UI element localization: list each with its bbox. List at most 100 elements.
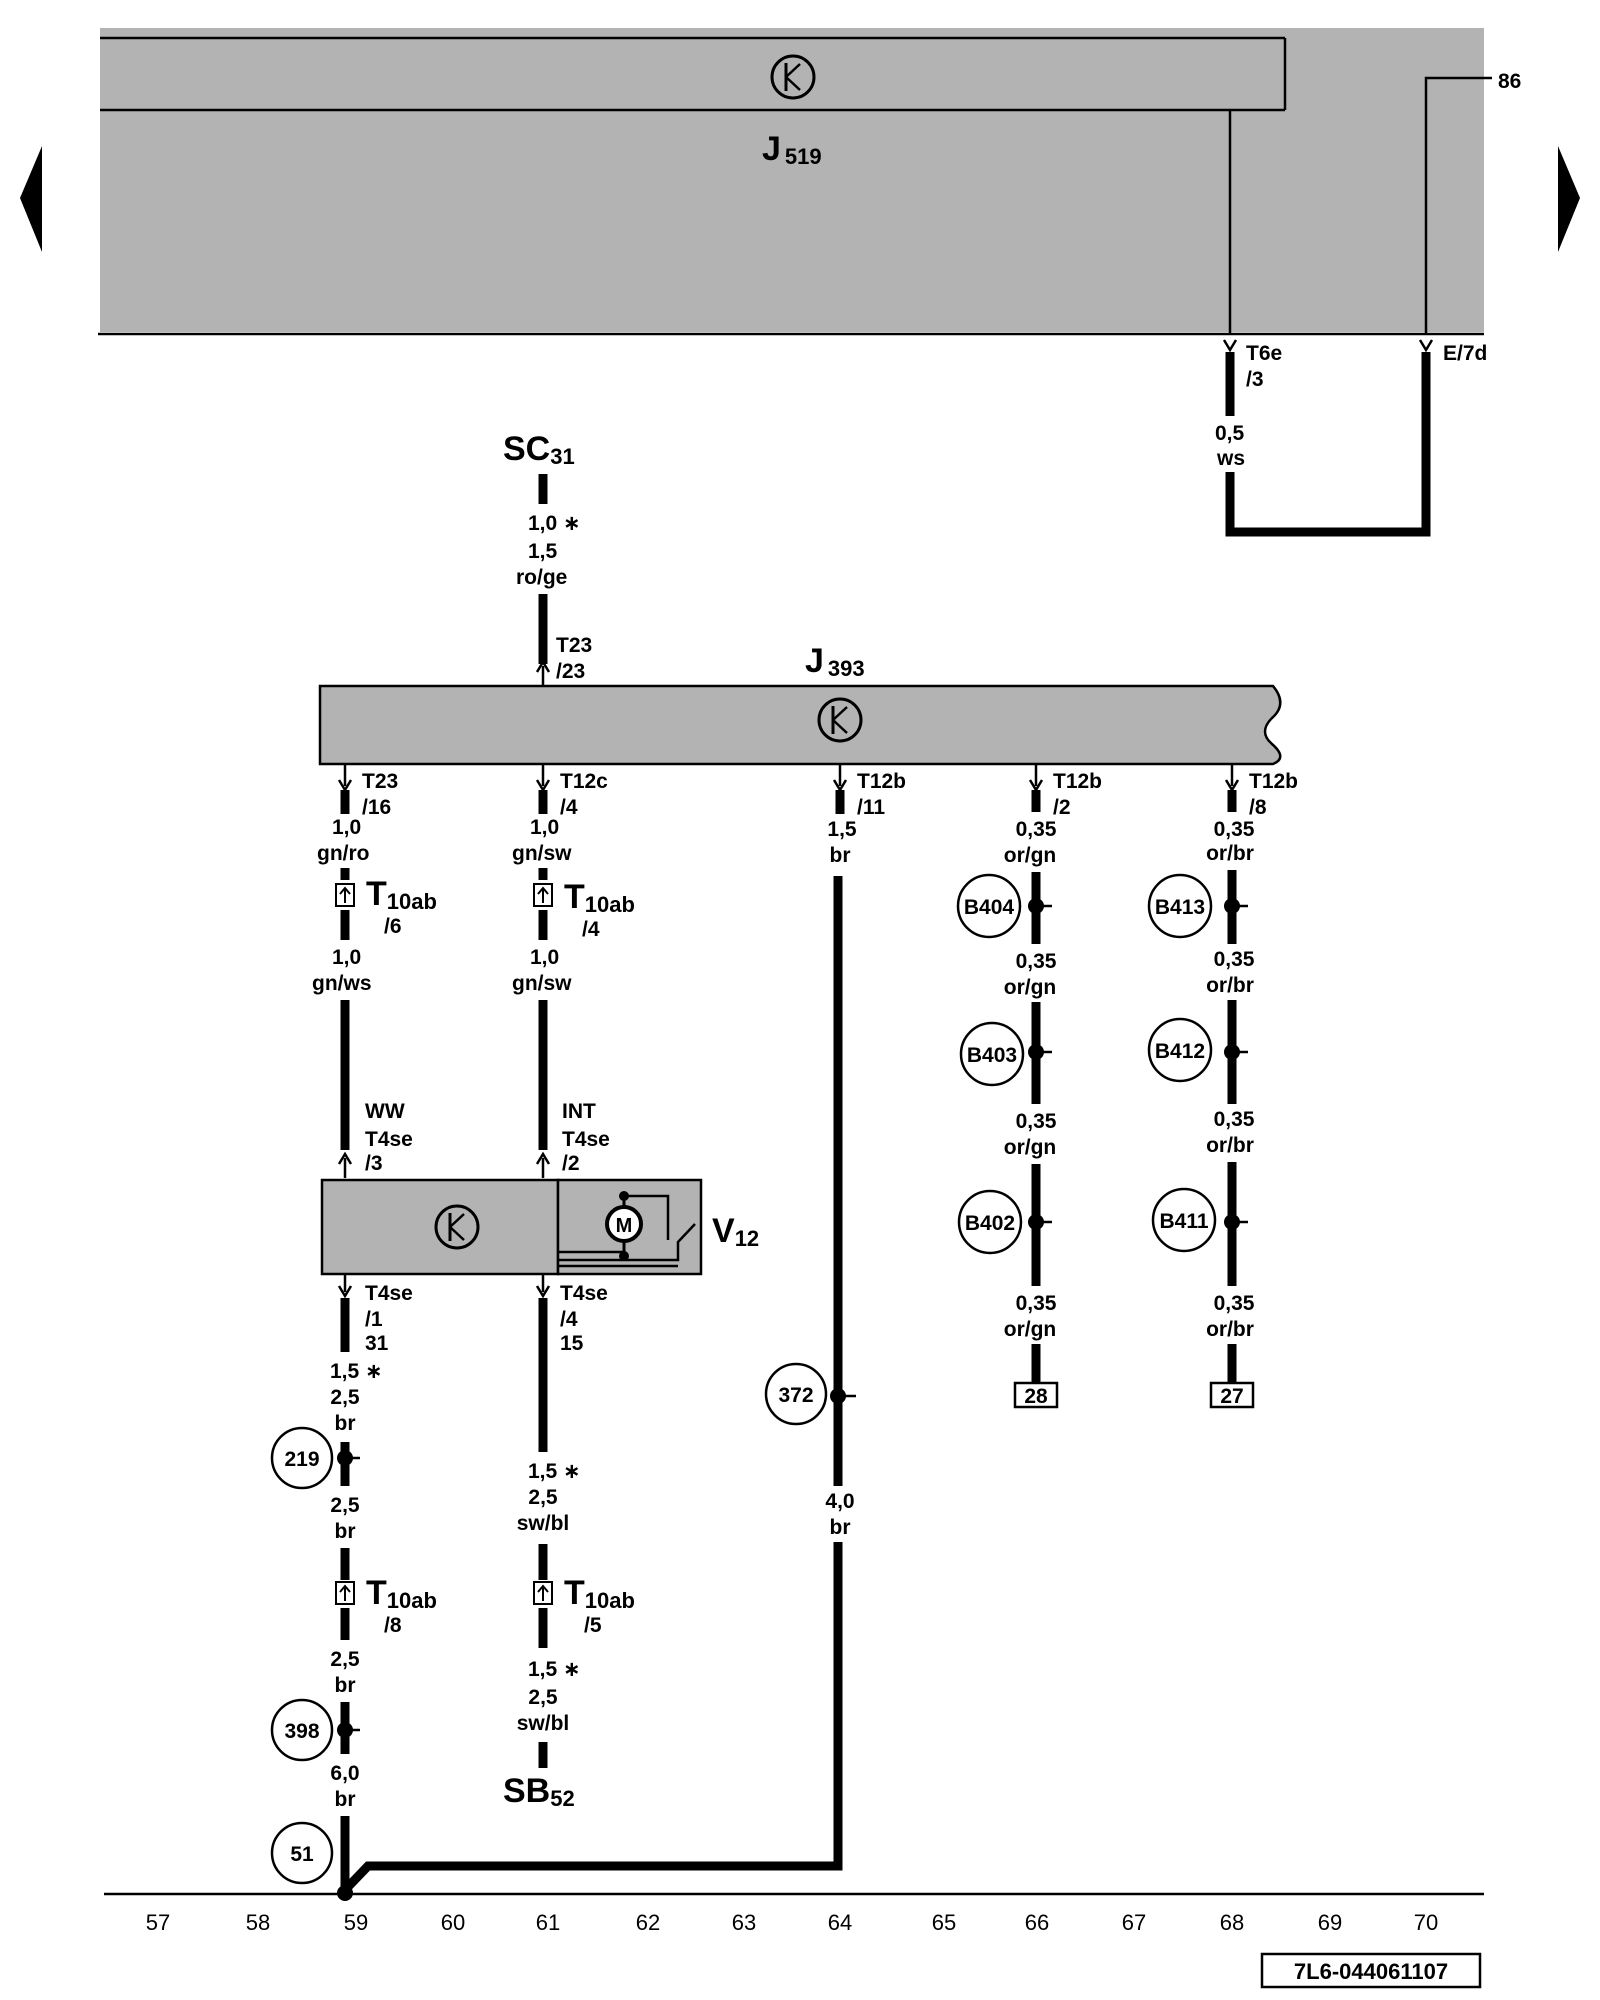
connector-t10ab-4: [533, 883, 553, 907]
grid-number: 58: [246, 1910, 270, 1935]
diagram-label: br: [335, 1520, 356, 1543]
diagram-line: [434, 1204, 480, 1250]
diagram-label: SB: [503, 1772, 550, 1810]
diagram-line: [818, 1486, 858, 1542]
control-unit-icon: [770, 54, 816, 100]
diagram-label: 51: [290, 1843, 314, 1866]
wire-color: ws: [1216, 447, 1245, 470]
diagram-line: [785, 76, 801, 91]
diagram-line: [100, 28, 1484, 332]
diagram-label: 219: [284, 1448, 319, 1471]
terminal-e7d: E/7d: [1443, 342, 1487, 365]
diagram-label: br: [830, 844, 851, 867]
reference-box-27[interactable]: [1209, 1381, 1255, 1409]
diagram-line: [537, 886, 549, 895]
diagram-label: gn/sw: [512, 972, 572, 995]
sb52-label: SB52: [503, 1772, 575, 1811]
wire-size: 1,0 ∗: [528, 512, 581, 535]
diagram-label: 15: [560, 1332, 584, 1355]
diagram-label: B413: [1155, 896, 1205, 919]
diagram-label: or/br: [1206, 1318, 1254, 1341]
diagram-line: [1260, 1952, 1482, 1989]
document-code: 7L6-044061107: [1294, 1959, 1448, 1984]
diagram-label: /11: [857, 796, 885, 819]
diagram-label: 31: [365, 1332, 389, 1355]
diagram-line: [339, 1584, 351, 1593]
diagram-label: br: [335, 1412, 356, 1435]
diagram-label: 27: [1220, 1385, 1243, 1408]
j393-outputs: T23 /16 T12c /4 T12b /11 T12b /2 T12b /8: [337, 764, 1298, 819]
reference-box-28[interactable]: [1013, 1381, 1059, 1409]
diagram-label: T: [366, 875, 387, 913]
diagram-label: SC: [503, 430, 550, 468]
grid-number: 60: [441, 1910, 465, 1935]
diagram-label: 1,0: [332, 816, 361, 839]
diagram-label: 0,35: [1016, 818, 1057, 841]
connection-b402: [957, 1189, 1023, 1255]
diagram-label: /5: [584, 1614, 602, 1637]
triangle-left-icon[interactable]: [20, 146, 42, 252]
diagram-line: [1222, 339, 1238, 353]
diagram-label: 1,0: [332, 946, 361, 969]
connector-t10ab-5: [533, 1581, 553, 1605]
diagram-label: 372: [778, 1384, 813, 1407]
ground-point-398: [270, 1698, 334, 1762]
diagram-label: or/gn: [1004, 844, 1057, 867]
diagram-label: gn/sw: [512, 842, 572, 865]
diagram-label: T4se: [365, 1282, 413, 1305]
diagram-line: [449, 1226, 465, 1241]
diagram-label: 10ab: [387, 1588, 437, 1613]
diagram-line: [770, 54, 816, 100]
diagram-label: /4: [560, 1308, 578, 1331]
diagram-label: 2,5: [330, 1386, 360, 1409]
triangle-right-icon[interactable]: [1558, 146, 1580, 252]
diagram-label: T12b: [857, 770, 906, 793]
diagram-label: /3: [365, 1152, 383, 1175]
diagram-label: /2: [1053, 796, 1071, 819]
grid-number: 67: [1122, 1910, 1146, 1935]
diagram-label: 1,5 ∗: [330, 1360, 383, 1383]
diagram-label: T4se: [562, 1128, 610, 1151]
diagram-label: V12: [712, 1212, 759, 1251]
grid-number: 62: [636, 1910, 660, 1935]
diagram-label: or/gn: [1004, 1318, 1057, 1341]
motor-symbol: M: [616, 1215, 633, 1237]
diagram-label: /4: [560, 796, 578, 819]
diagram-label: /1: [365, 1308, 383, 1331]
diagram-line: [320, 1178, 560, 1276]
diagram-label: T10ab: [564, 1574, 635, 1613]
diagram-line: [537, 1584, 549, 1593]
wire-size: 0,5: [1215, 422, 1245, 445]
diagram-label: gn/ws: [312, 972, 372, 995]
connector-t10ab-6: [335, 883, 355, 907]
diagram-label: /2: [562, 1152, 580, 1175]
diagram-label: or/br: [1206, 1134, 1254, 1157]
diagram-label: T10ab: [366, 1574, 437, 1613]
diagram-label: 10ab: [387, 889, 437, 914]
diagram-label: 31: [550, 444, 574, 469]
terminal-t6e-pin: /3: [1246, 368, 1264, 391]
diagram-label: sw/bl: [517, 1712, 570, 1735]
diagram-label: 0,35: [1016, 950, 1057, 973]
diagram-label: 0,35: [1214, 1108, 1255, 1131]
diagram-label: T12c: [560, 770, 608, 793]
diagram-label: T12b: [1249, 770, 1298, 793]
diagram-label: T: [564, 1574, 585, 1612]
diagram-label: T4se: [560, 1282, 608, 1305]
v12-number: 12: [735, 1226, 759, 1251]
diagram-label: 1,5 ∗: [528, 1460, 581, 1483]
diagram-label: 2,5: [330, 1494, 360, 1517]
diagram-line: [337, 1285, 353, 1299]
diagram-line: [341, 876, 843, 1894]
diagram-label: 28: [1024, 1385, 1048, 1408]
diagram-label: 0,35: [1214, 818, 1255, 841]
connection-b413: [1147, 873, 1213, 939]
grid-number: 70: [1414, 1910, 1438, 1935]
grid-number: 63: [732, 1910, 756, 1935]
diagram-label: T12b: [1053, 770, 1102, 793]
ground-point-51: [270, 1821, 334, 1885]
